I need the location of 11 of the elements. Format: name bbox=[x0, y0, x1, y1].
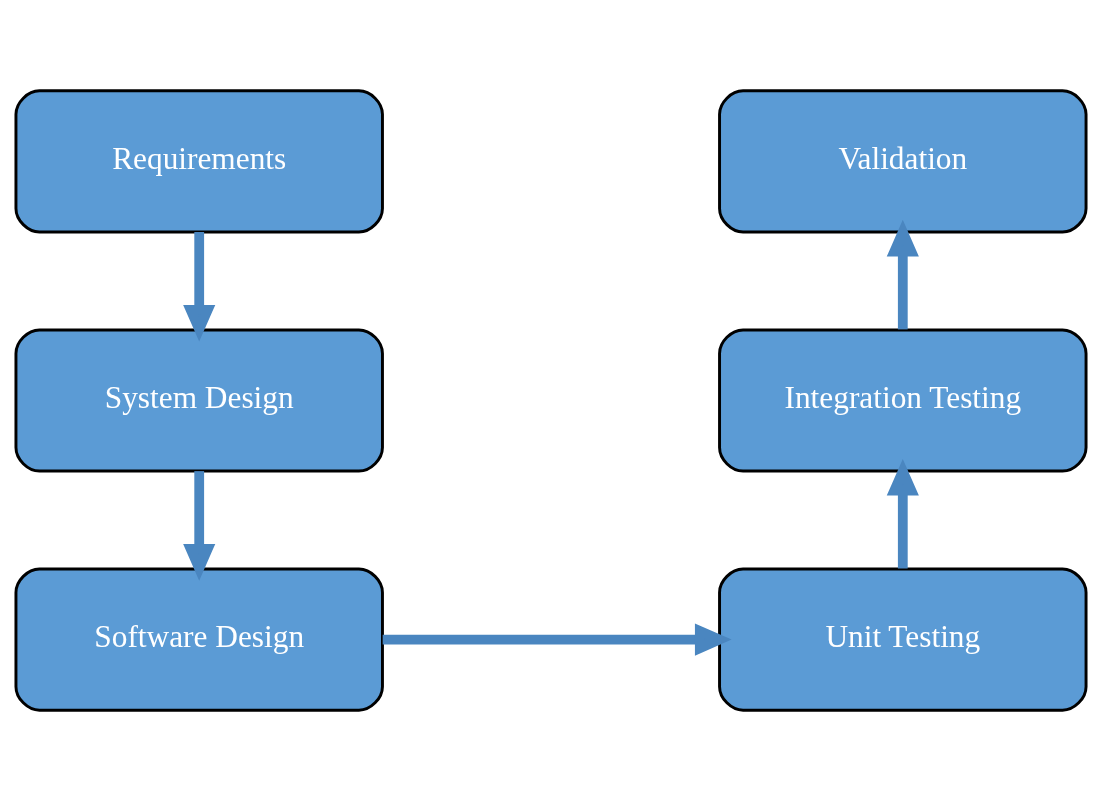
node-box: Requirements bbox=[14, 88, 384, 233]
arrow bbox=[382, 623, 732, 656]
node-box: Software Design bbox=[14, 567, 384, 712]
node-box: System Design bbox=[14, 327, 384, 473]
node-box: Integration Testing bbox=[718, 327, 1088, 473]
arrow bbox=[183, 231, 216, 342]
arrow bbox=[886, 219, 919, 329]
node-box: Unit Testing bbox=[718, 567, 1088, 712]
node-box: Validation bbox=[718, 88, 1088, 233]
arrow bbox=[183, 470, 216, 581]
arrow bbox=[886, 458, 919, 568]
